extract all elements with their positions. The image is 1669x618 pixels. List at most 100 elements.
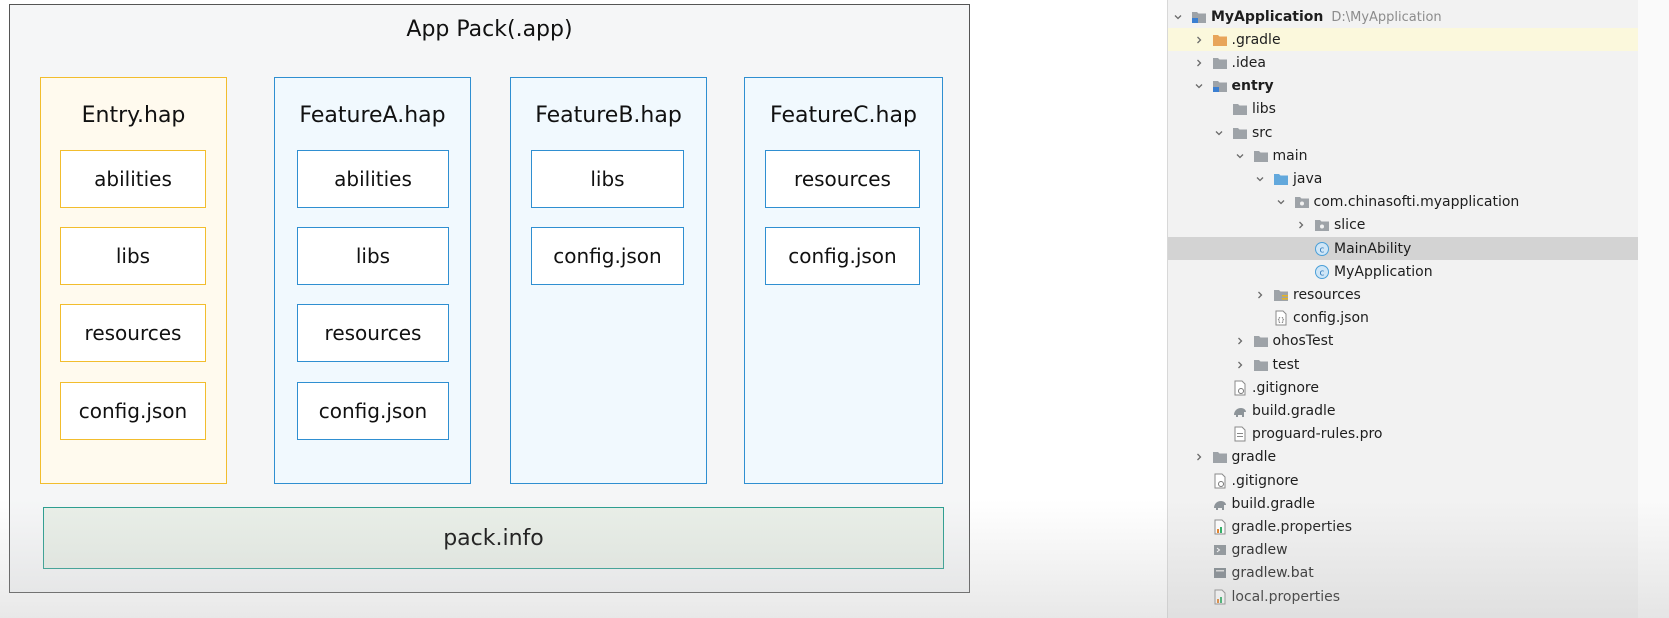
tree-item[interactable]: gradle: [1168, 446, 1639, 469]
chevron-down-icon[interactable]: [1234, 144, 1246, 167]
module-box: resources: [297, 304, 449, 362]
gradle-elephant-icon: [1232, 399, 1248, 422]
chevron-right-icon[interactable]: [1254, 283, 1266, 306]
tree-item-text: proguard-rules.pro: [1252, 426, 1383, 443]
tree-item-label: main: [1273, 148, 1308, 164]
pack-info-box: pack.info: [43, 507, 944, 569]
tree-item-label: MyApplication: [1334, 264, 1433, 280]
chevron-down-icon[interactable]: [1193, 75, 1205, 98]
tree-item[interactable]: c MainAbility: [1168, 237, 1639, 260]
svg-text:c: c: [1320, 268, 1325, 278]
module-box: libs: [531, 150, 684, 208]
tree-item-label: ohosTest: [1273, 333, 1334, 349]
hap-feature-b: FeatureB.hap libs config.json: [510, 77, 707, 484]
tree-item-text: local.properties: [1231, 588, 1341, 605]
tree-item-text: MyApplication: [1211, 8, 1324, 25]
tree-item-label: .idea: [1232, 55, 1266, 71]
tree-item-label: entry: [1232, 78, 1274, 94]
app-pack-container: App Pack(.app) Entry.hap abilities libs …: [9, 4, 970, 593]
resources-folder-icon: [1273, 283, 1289, 306]
tree-item-text: resources: [1293, 286, 1361, 303]
tree-item-text: entry: [1231, 78, 1274, 95]
folder-icon: [1212, 446, 1228, 469]
tree-item[interactable]: proguard-rules.pro: [1168, 423, 1639, 446]
tree-item[interactable]: gradlew.bat: [1168, 562, 1639, 585]
tree-item-label: proguard-rules.pro: [1252, 426, 1382, 442]
gitignore-file-icon: [1232, 376, 1248, 399]
tree-item[interactable]: ohosTest: [1168, 330, 1639, 353]
chevron-right-icon[interactable]: [1234, 353, 1246, 376]
module-folder-icon: [1212, 75, 1228, 98]
module-box: libs: [60, 227, 206, 285]
tree-item[interactable]: c MyApplication: [1168, 260, 1639, 283]
folder-icon: [1253, 144, 1269, 167]
chevron-down-icon[interactable]: [1275, 191, 1287, 214]
tree-item-text: build.gradle: [1252, 402, 1336, 419]
tree-item[interactable]: .gitignore: [1168, 469, 1639, 492]
module-box: libs: [297, 227, 449, 285]
chevron-right-icon[interactable]: [1193, 51, 1205, 74]
tree-item-text: libs: [1252, 101, 1276, 118]
tree-item[interactable]: local.properties: [1168, 585, 1639, 608]
chevron-right-icon[interactable]: [1193, 446, 1205, 469]
chevron-right-icon[interactable]: [1234, 330, 1246, 353]
tree-item[interactable]: entry: [1168, 75, 1639, 98]
tree-item[interactable]: test: [1168, 353, 1639, 376]
tree-item[interactable]: slice: [1168, 214, 1639, 237]
tree-item-label: gradlew: [1232, 542, 1288, 558]
tree-item-label: gradle: [1232, 449, 1277, 465]
chevron-right-icon[interactable]: [1193, 28, 1205, 51]
tree-item[interactable]: build.gradle: [1168, 492, 1639, 515]
tree-item-text: .gradle: [1231, 31, 1281, 48]
tree-item[interactable]: com.chinasofti.myapplication: [1168, 191, 1639, 214]
tree-item[interactable]: .idea: [1168, 51, 1639, 74]
class-icon: c: [1314, 260, 1330, 283]
tree-item[interactable]: .gradle: [1168, 28, 1639, 52]
tree-item[interactable]: {}config.json: [1168, 307, 1639, 330]
tree-item[interactable]: build.gradle: [1168, 399, 1639, 422]
tree-item-text: config.json: [1293, 310, 1369, 327]
tree-item-label: libs: [1252, 101, 1276, 117]
tree-item-text: slice: [1334, 217, 1366, 234]
hap-title: FeatureA.hap: [299, 103, 446, 128]
svg-text:c: c: [1320, 245, 1325, 255]
orange-folder-icon: [1212, 28, 1228, 51]
hap-title: Entry.hap: [81, 103, 186, 128]
bat-file-icon: [1212, 562, 1228, 585]
tree-item[interactable]: gradle.properties: [1168, 515, 1639, 538]
package-icon: [1294, 191, 1310, 214]
module-box: abilities: [60, 150, 206, 208]
chevron-down-icon[interactable]: [1254, 167, 1266, 190]
tree-item[interactable]: main: [1168, 144, 1639, 167]
tree-item[interactable]: src: [1168, 121, 1639, 144]
folder-icon: [1212, 51, 1228, 74]
tree-item[interactable]: resources: [1168, 283, 1639, 306]
tree-item-text: MainAbility: [1334, 240, 1412, 257]
tree-item-label: gradle.properties: [1232, 519, 1353, 535]
tree-item[interactable]: libs: [1168, 98, 1639, 121]
app-pack-title: App Pack(.app): [406, 17, 573, 42]
chevron-right-icon[interactable]: [1295, 214, 1307, 237]
tree-item[interactable]: .gitignore: [1168, 376, 1639, 399]
chevron-down-icon[interactable]: [1213, 121, 1225, 144]
tree-item-text: gradle.properties: [1231, 518, 1353, 535]
hap-feature-a: FeatureA.hap abilities libs resources co…: [274, 77, 471, 484]
tree-item-text: .gitignore: [1252, 379, 1319, 396]
tree-item[interactable]: java: [1168, 167, 1639, 190]
tree-item-label: build.gradle: [1232, 496, 1316, 512]
folder-icon: [1232, 121, 1248, 144]
chevron-down-icon[interactable]: [1172, 5, 1184, 28]
class-icon: c: [1314, 237, 1330, 260]
module-box: config.json: [531, 227, 684, 285]
module-box: resources: [60, 304, 206, 362]
tree-item[interactable]: gradlew: [1168, 539, 1639, 562]
tree-item-text: main: [1272, 147, 1308, 164]
tree-item-label: .gitignore: [1252, 380, 1319, 396]
tree-item-text: MyApplication: [1334, 263, 1433, 280]
tree-item-text: test: [1272, 356, 1300, 373]
json-file-icon: {}: [1273, 307, 1289, 330]
gradle-elephant-icon: [1212, 492, 1228, 515]
hap-title: FeatureC.hap: [770, 103, 917, 128]
